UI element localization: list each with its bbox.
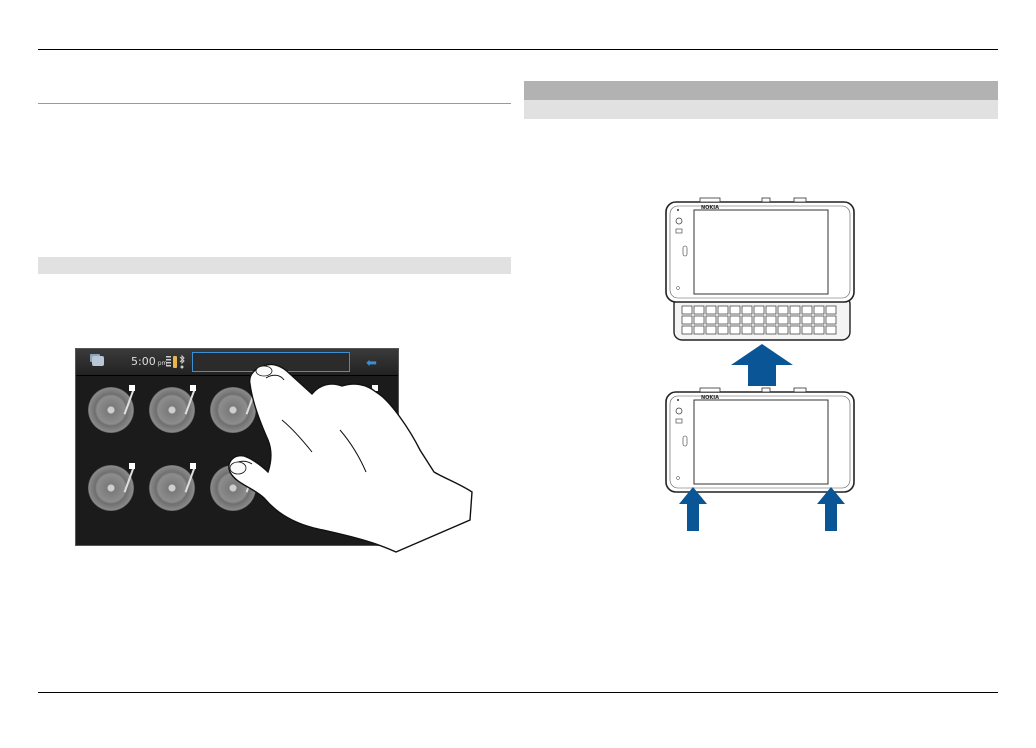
grey-band-right-dark	[524, 81, 998, 100]
brand-logo: NOKIA	[701, 395, 719, 401]
battery-icon	[166, 354, 185, 369]
device-closed-icon: NOKIA	[665, 387, 855, 493]
top-rule	[38, 49, 998, 50]
arrow-up-small-right-icon	[817, 487, 845, 531]
left-column-rule	[38, 103, 511, 104]
status-time-suffix: pm	[157, 360, 168, 367]
back-arrow-icon[interactable]: ⬅	[366, 355, 377, 370]
arrow-up-large-icon	[731, 344, 793, 386]
grey-band-left	[38, 257, 511, 274]
status-time: 5:00	[131, 355, 156, 368]
grey-band-right-light	[524, 100, 998, 119]
tonearm-head	[129, 385, 135, 391]
arrow-up-small-left-icon	[679, 487, 707, 531]
brand-logo: NOKIA	[701, 205, 719, 211]
bottom-rule	[38, 692, 998, 693]
tonearm-head	[372, 385, 378, 391]
device-open-icon: NOKIA	[665, 197, 855, 341]
task-switcher-icon[interactable]	[92, 356, 104, 366]
tonearm-head	[190, 463, 196, 469]
tonearm-head	[190, 385, 196, 391]
hand-icon	[228, 363, 473, 553]
tonearm-head	[129, 463, 135, 469]
